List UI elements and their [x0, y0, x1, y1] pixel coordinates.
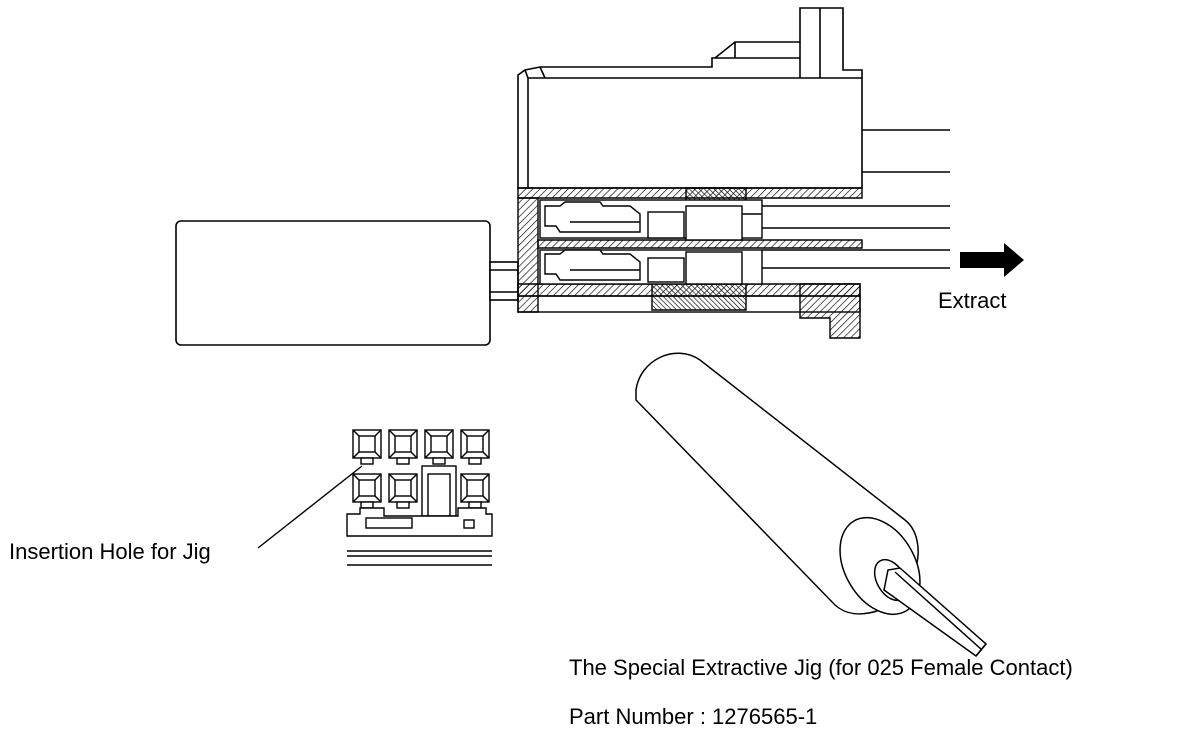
extract-label: Extract: [938, 288, 1007, 313]
terminal-cavity: [388, 429, 418, 465]
terminal-cavity: [460, 429, 490, 465]
terminal-cavity: [352, 473, 382, 509]
arrow-right-icon: [960, 243, 1024, 277]
insertion-hole-leader-line: [257, 465, 363, 549]
terminal-cavity: [352, 429, 382, 465]
part-number-label: Part Number : 1276565-1: [569, 704, 818, 729]
jig-name-label: The Special Extractive Jig (for 025 Fema…: [569, 655, 1073, 680]
terminal-cavity: [388, 473, 418, 509]
extractive-jig-tool: [635, 352, 988, 658]
connector-housing: [517, 7, 950, 189]
terminal-cavity: [460, 473, 490, 509]
connector-face-view: [346, 429, 493, 566]
terminal-cavity: [424, 429, 454, 465]
contact-cavity-lower: [539, 249, 950, 285]
contact-cavity-upper: [539, 199, 950, 241]
insertion-hole-label: Insertion Hole for Jig: [9, 539, 211, 564]
jig-handle-inserted: [175, 220, 519, 346]
